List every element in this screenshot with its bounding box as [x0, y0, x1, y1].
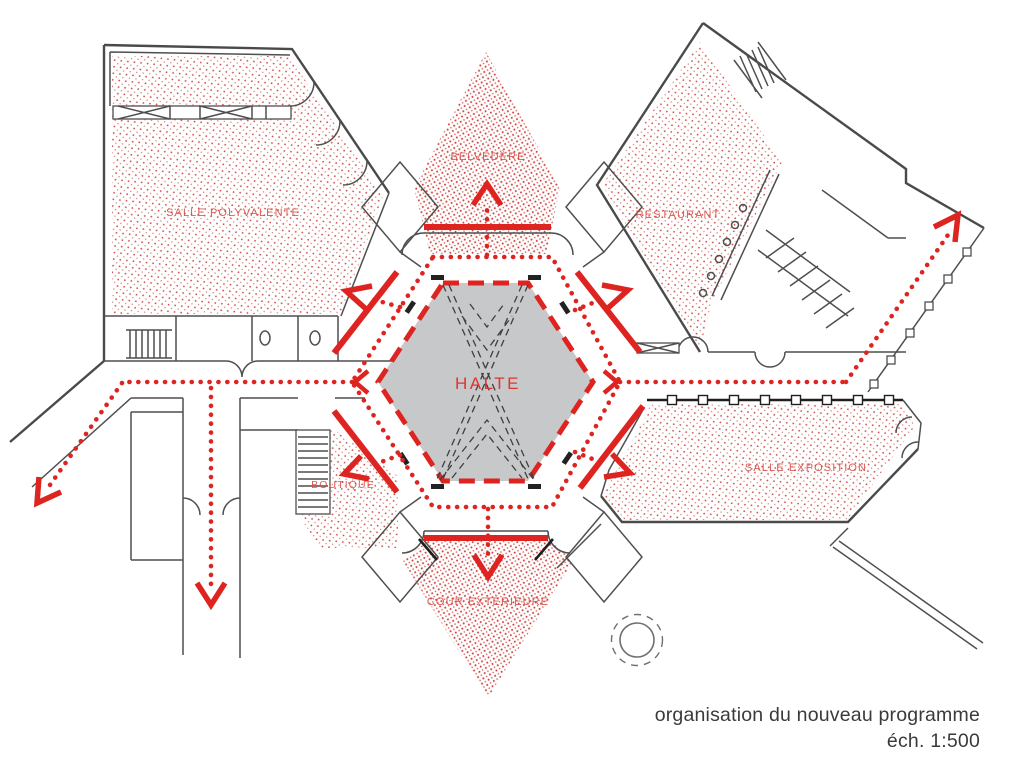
- caption: organisation du nouveau programme éch. 1…: [655, 702, 980, 754]
- room-label-halte: HALTE: [454, 374, 522, 393]
- area-restaurant: [602, 42, 782, 348]
- walls-layer: [9, 22, 985, 658]
- area-salle-exposition: [603, 404, 915, 520]
- arrow-northwest-connector: [340, 283, 373, 312]
- column-symbol: [610, 613, 664, 667]
- arrow-northeast-exit: [932, 210, 962, 243]
- chevron-east: [602, 369, 621, 395]
- chevron-west: [351, 369, 370, 395]
- caption-scale: éch. 1:500: [886, 730, 980, 753]
- caption-title: organisation du nouveau programme: [654, 704, 980, 726]
- room-label-belvedere: BELVÉDÈRE: [450, 151, 526, 163]
- arrow-south-cour: [471, 553, 505, 583]
- arrow-southeast-connector: [603, 452, 636, 480]
- arrow-north-belvedere: [470, 179, 504, 207]
- room-label-salle-polyvalente: SALLE POLYVALENTE: [166, 207, 300, 219]
- room-label-cour-exterieure: COUR EXTÉRIEURE: [426, 596, 550, 608]
- arrow-south-corridor: [194, 581, 228, 611]
- arrow-northeast-connector: [601, 282, 634, 311]
- room-label-salle-exposition: SALLE EXPOSITION: [744, 462, 868, 474]
- room-label-boutique: BOUTIQUE: [311, 479, 375, 491]
- circulation-layer: [42, 202, 953, 591]
- area-belvedere: [414, 52, 560, 254]
- area-cour-exterieure: [403, 539, 573, 698]
- arrow-heads: [33, 179, 962, 611]
- arrow-southwest-connector: [338, 454, 370, 482]
- entrance-bars: [331, 224, 646, 541]
- area-salle-polyvalente: [112, 56, 383, 314]
- arrow-southwest-exit: [33, 476, 63, 508]
- room-label-restaurant: RESTAURANT: [635, 209, 721, 221]
